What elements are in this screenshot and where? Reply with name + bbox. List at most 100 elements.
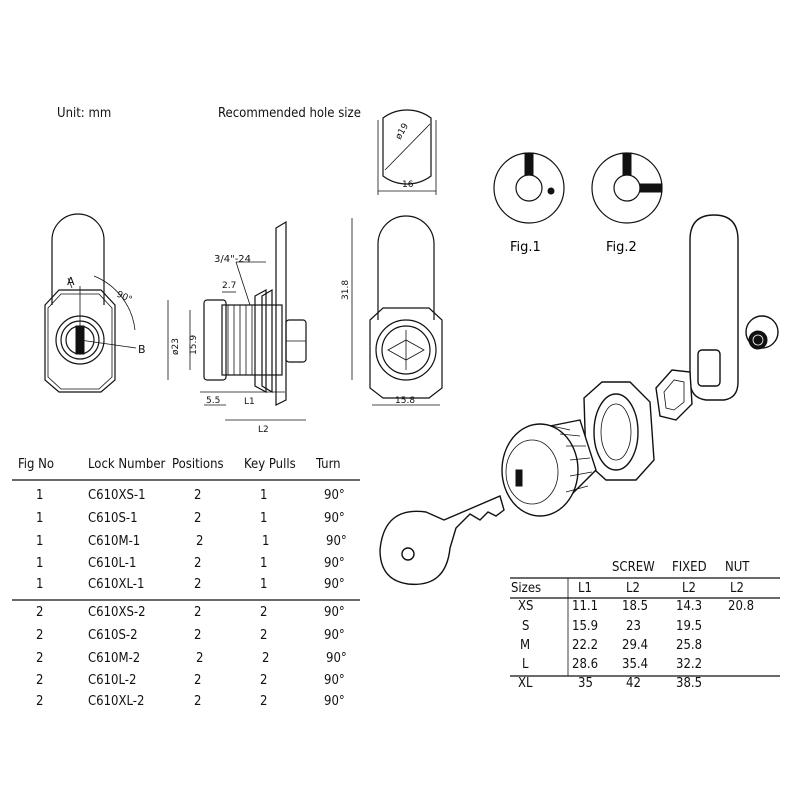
size-table-header-screw-l2: L2 — [626, 581, 640, 596]
cell-size: XL — [518, 676, 533, 691]
cell-fig: 1 — [36, 511, 44, 526]
position-b-label: B — [138, 343, 146, 356]
fig2-position-diagram — [591, 152, 663, 224]
cell-screw-l2: 29.4 — [622, 638, 649, 653]
cell-lock-number: C610S-1 — [88, 511, 138, 526]
cell-turn: 90° — [324, 577, 345, 592]
lock-table-header-number: Lock Number — [88, 457, 166, 472]
cell-key-pulls: 2 — [260, 605, 268, 620]
cell-lock-number: C610L-1 — [88, 556, 137, 571]
cell-fixed-l2: 32.2 — [676, 657, 703, 672]
fig2-label: Fig.2 — [606, 240, 637, 255]
cell-lock-number: C610XL-1 — [88, 577, 145, 592]
cell-fig: 2 — [36, 628, 44, 643]
size-table-group-screw: SCREW — [612, 560, 655, 575]
dim-2-7-label: 2.7 — [222, 281, 236, 291]
lock-table-header-positions: Positions — [172, 457, 224, 472]
cell-key-pulls: 2 — [262, 651, 270, 666]
size-table-header-nut-l2: L2 — [730, 581, 744, 596]
nut-part — [583, 381, 655, 481]
cell-fig: 2 — [36, 694, 44, 709]
cell-positions: 2 — [194, 694, 202, 709]
cell-positions: 2 — [194, 605, 202, 620]
cell-turn: 90° — [324, 511, 345, 526]
cell-key-pulls: 1 — [260, 577, 268, 592]
cell-screw-l2: 23 — [626, 619, 641, 634]
cell-positions: 2 — [194, 673, 202, 688]
back-view-drawing: 31.8 15.8 — [341, 215, 443, 406]
lock-body-part — [501, 419, 597, 517]
cell-fixed-l2: 38.5 — [676, 676, 703, 691]
cell-l1: 15.9 — [572, 619, 599, 634]
cell-lock-number: C610M-1 — [88, 534, 141, 549]
dim-15-8-label: 15.8 — [395, 396, 415, 406]
cell-turn: 90° — [324, 556, 345, 571]
cell-key-pulls: 1 — [260, 556, 268, 571]
lock-table-header-fig: Fig No — [18, 457, 55, 472]
cell-nut-l2: 20.8 — [728, 599, 755, 614]
cell-screw-l2: 42 — [626, 676, 641, 691]
cell-lock-number: C610XL-2 — [88, 694, 145, 709]
size-table-header-sizes: Sizes — [511, 581, 542, 596]
cam-part — [689, 214, 739, 401]
cell-positions: 2 — [194, 556, 202, 571]
lock-table-header-keypulls: Key Pulls — [244, 457, 296, 472]
cell-fixed-l2: 25.8 — [676, 638, 703, 653]
fig1-label: Fig.1 — [510, 240, 541, 255]
exploded-view-drawing — [379, 214, 779, 586]
cell-key-pulls: 2 — [260, 628, 268, 643]
dim-23-label: ø23 — [171, 338, 181, 355]
cell-lock-number: C610S-2 — [88, 628, 138, 643]
cell-lock-number: C610L-2 — [88, 673, 137, 688]
cell-turn: 90° — [324, 628, 345, 643]
cell-screw-l2: 35.4 — [622, 657, 649, 672]
cell-turn: 90° — [324, 673, 345, 688]
hole-size-drawing: ø19 16 — [377, 109, 437, 195]
hole-width-label: 16 — [402, 180, 414, 190]
side-view-drawing: 3/4"-24 2.7 ø23 15.9 5.5 L1 L2 — [167, 220, 307, 435]
cell-size: L — [522, 657, 529, 672]
cell-turn: 90° — [326, 534, 347, 549]
cell-fig: 2 — [36, 605, 44, 620]
cell-lock-number: C610XS-2 — [88, 605, 146, 620]
dim-l1-label: L1 — [244, 397, 255, 407]
screw-part — [745, 315, 779, 350]
cell-turn: 90° — [326, 651, 347, 666]
cell-positions: 2 — [194, 577, 202, 592]
cell-fixed-l2: 19.5 — [676, 619, 703, 634]
cell-turn: 90° — [324, 488, 345, 503]
cell-size: XS — [518, 599, 534, 614]
cell-fig: 1 — [36, 577, 44, 592]
lock-table-header-turn: Turn — [316, 457, 341, 472]
cell-lock-number: C610XS-1 — [88, 488, 146, 503]
unit-label: Unit: mm — [57, 106, 112, 121]
cell-turn: 90° — [324, 694, 345, 709]
cell-fig: 2 — [36, 673, 44, 688]
cell-positions: 2 — [194, 511, 202, 526]
thread-label: 3/4"-24 — [214, 254, 251, 265]
dim-l2-label: L2 — [258, 425, 269, 435]
dim-15-9-label: 15.9 — [189, 335, 199, 355]
cell-fig: 1 — [36, 556, 44, 571]
position-a-label: A — [67, 275, 75, 288]
key-part — [379, 495, 505, 586]
dim-31-8-label: 31.8 — [341, 280, 351, 300]
cell-fixed-l2: 14.3 — [676, 599, 703, 614]
cell-positions: 2 — [194, 488, 202, 503]
cell-positions: 2 — [194, 628, 202, 643]
cell-l1: 22.2 — [572, 638, 599, 653]
size-table-header-l1: L1 — [578, 581, 592, 596]
cell-fig: 1 — [36, 534, 44, 549]
cell-fig: 2 — [36, 651, 44, 666]
cell-fig: 1 — [36, 488, 44, 503]
hole-diameter-label: ø19 — [394, 122, 411, 142]
cell-key-pulls: 2 — [260, 694, 268, 709]
hole-size-title: Recommended hole size — [218, 106, 361, 121]
front-view-drawing: A B 90° — [44, 213, 146, 393]
size-table-header-fixed-l2: L2 — [682, 581, 696, 596]
cell-turn: 90° — [324, 605, 345, 620]
cam-washer-part — [655, 369, 693, 421]
cell-size: S — [522, 619, 530, 634]
cell-lock-number: C610M-2 — [88, 651, 141, 666]
